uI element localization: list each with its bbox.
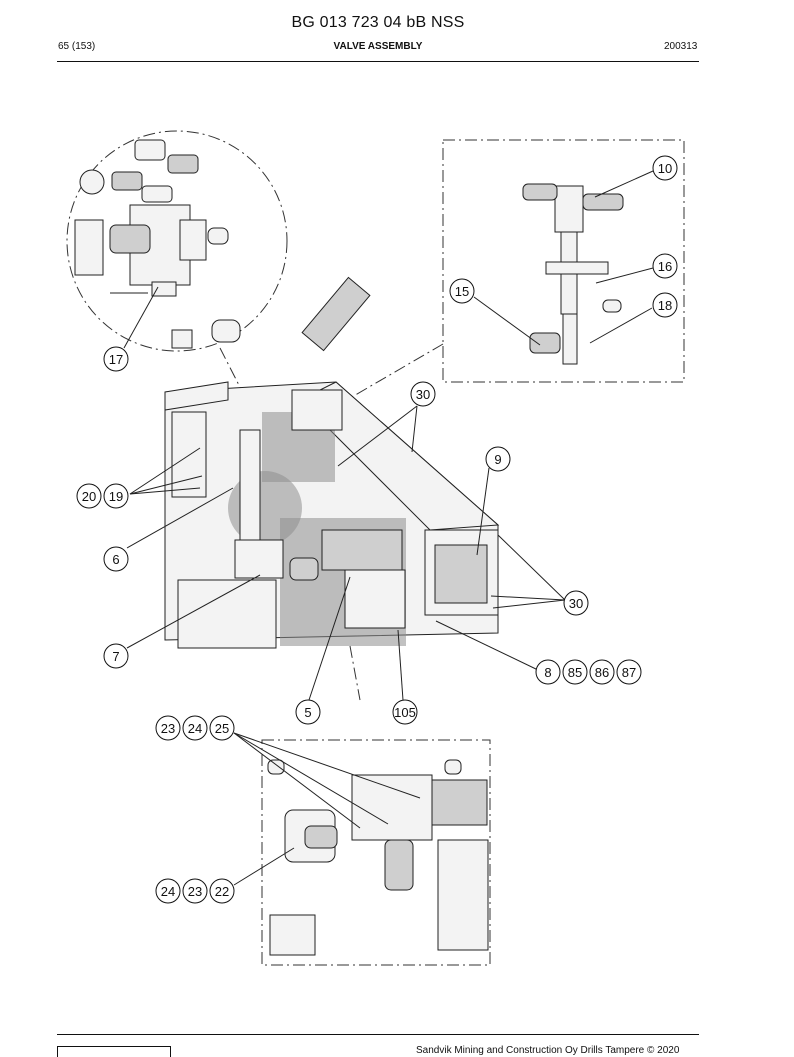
svg-text:105: 105 xyxy=(394,705,416,720)
callout-7: 7 xyxy=(103,643,129,669)
svg-text:85: 85 xyxy=(568,665,582,680)
svg-text:25: 25 xyxy=(215,721,229,736)
svg-text:7: 7 xyxy=(112,649,119,664)
detail-box-view xyxy=(442,139,685,383)
svg-text:23: 23 xyxy=(161,721,175,736)
svg-text:30: 30 xyxy=(416,387,430,402)
svg-text:16: 16 xyxy=(658,259,672,274)
callout-30-top: 30 xyxy=(410,381,436,407)
callout-87: 87 xyxy=(616,659,642,685)
document-number: BG 013 723 04 bB NSS xyxy=(291,14,465,31)
callout-10: 10 xyxy=(652,155,678,181)
svg-text:9: 9 xyxy=(494,452,501,467)
callout-22: 22 xyxy=(209,878,235,904)
callout-30-right: 30 xyxy=(563,590,589,616)
page-number: 65 (153) xyxy=(58,41,96,52)
svg-text:22: 22 xyxy=(215,884,229,899)
callout-5: 5 xyxy=(295,699,321,725)
callout-8: 8 xyxy=(535,659,561,685)
main-assembly-view xyxy=(164,276,500,701)
callout-105: 105 xyxy=(392,699,418,725)
svg-text:17: 17 xyxy=(109,352,123,367)
callout-6: 6 xyxy=(103,546,129,572)
svg-text:8: 8 xyxy=(544,665,551,680)
svg-text:5: 5 xyxy=(304,705,311,720)
svg-text:23: 23 xyxy=(188,884,202,899)
callout-9: 9 xyxy=(485,446,511,472)
callout-18: 18 xyxy=(652,292,678,318)
detail-bottom-view xyxy=(261,739,491,966)
callout-24-bottom: 24 xyxy=(155,878,181,904)
company-logo xyxy=(57,1046,171,1057)
svg-text:24: 24 xyxy=(161,884,175,899)
callout-17: 17 xyxy=(103,346,129,372)
callout-86: 86 xyxy=(589,659,615,685)
svg-text:18: 18 xyxy=(658,298,672,313)
callout-19: 19 xyxy=(103,483,129,509)
callout-16: 16 xyxy=(652,253,678,279)
leader-lines xyxy=(123,170,654,886)
svg-text:19: 19 xyxy=(109,489,123,504)
svg-text:24: 24 xyxy=(188,721,202,736)
footer-rule xyxy=(57,1034,699,1035)
svg-text:10: 10 xyxy=(658,161,672,176)
svg-text:15: 15 xyxy=(455,284,469,299)
callout-15: 15 xyxy=(449,278,475,304)
svg-text:87: 87 xyxy=(622,665,636,680)
detail-circle-view xyxy=(66,130,288,352)
svg-text:6: 6 xyxy=(112,552,119,567)
callout-23-top: 23 xyxy=(155,715,181,741)
callout-85: 85 xyxy=(562,659,588,685)
document-date: 200313 xyxy=(664,41,698,52)
svg-text:20: 20 xyxy=(82,489,96,504)
svg-text:86: 86 xyxy=(595,665,609,680)
callout-23-bottom: 23 xyxy=(182,878,208,904)
section-title: VALVE ASSEMBLY xyxy=(333,41,423,52)
footer-copyright: Sandvik Mining and Construction Oy Drill… xyxy=(416,1045,680,1056)
callout-20: 20 xyxy=(76,483,102,509)
callout-25: 25 xyxy=(209,715,235,741)
header-rule xyxy=(57,61,699,62)
callout-24-top: 24 xyxy=(182,715,208,741)
svg-text:30: 30 xyxy=(569,596,583,611)
